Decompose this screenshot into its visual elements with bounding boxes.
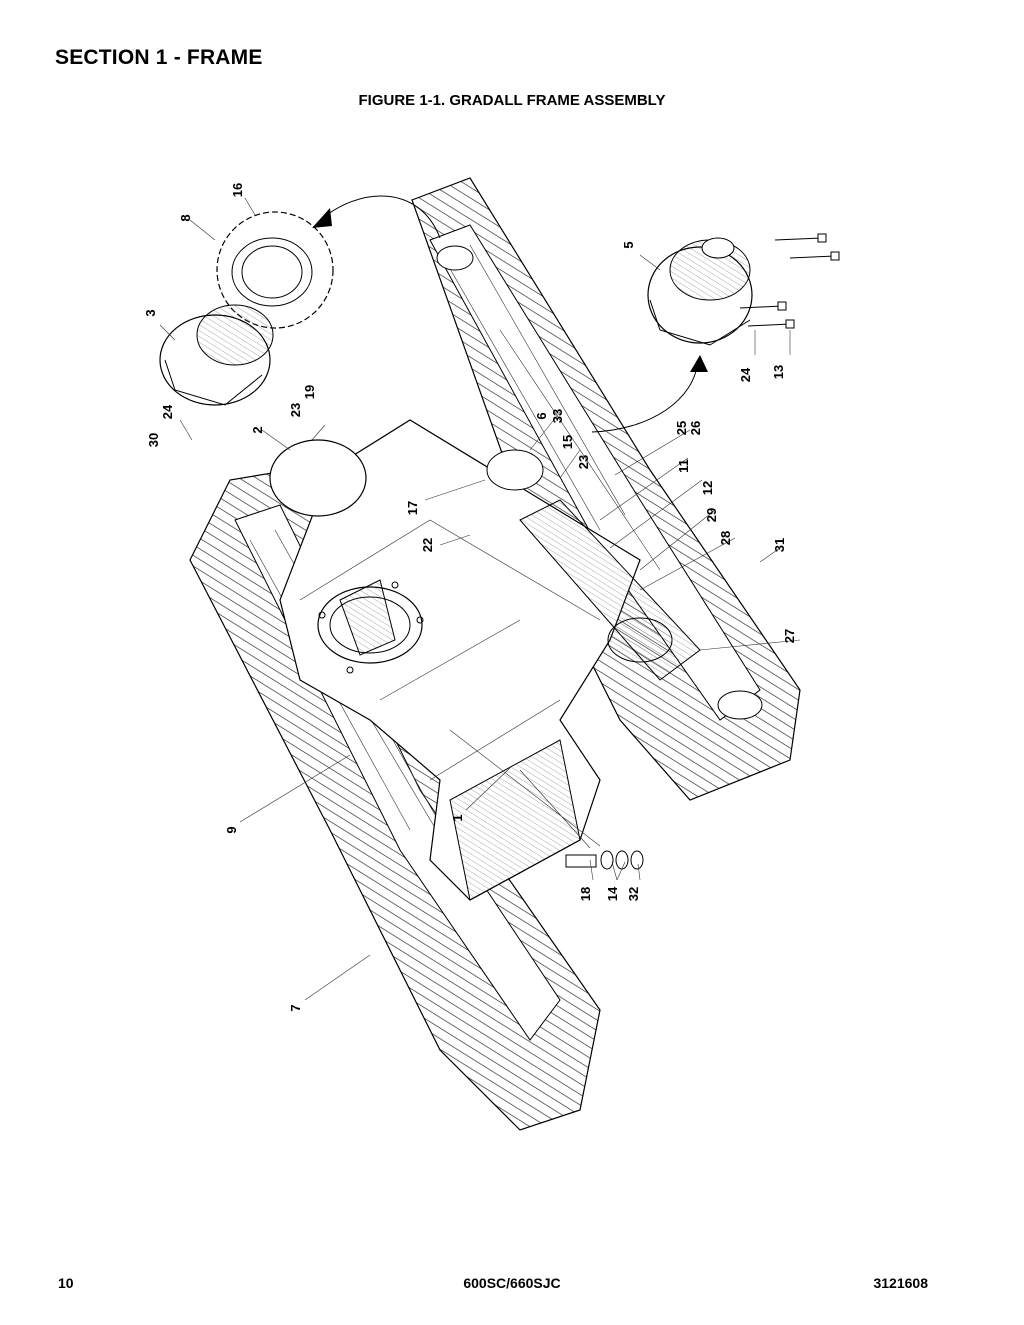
- callout-29: 29: [704, 508, 719, 522]
- sprocket-arrow-head: [312, 208, 332, 228]
- callout-23a: 23: [288, 403, 303, 417]
- callout-33: 33: [550, 409, 565, 423]
- section-title: SECTION 1 - FRAME: [55, 46, 263, 69]
- callout-26: 26: [688, 421, 703, 435]
- callout-2: 2: [250, 426, 265, 433]
- callout-25: 25: [674, 421, 689, 435]
- track-adjuster: [486, 449, 701, 681]
- cover-plate: [269, 439, 367, 517]
- callout-19: 19: [302, 385, 317, 399]
- travel-motor: [159, 304, 274, 406]
- sprocket-flip-arrow: [317, 195, 441, 239]
- callout-28: 28: [718, 531, 733, 545]
- callout-18: 18: [578, 887, 593, 901]
- idler-arrow-head: [690, 355, 708, 372]
- drive-sprocket: [216, 211, 334, 329]
- idler-flip-arrow: [591, 359, 699, 433]
- callout-30: 30: [146, 433, 161, 447]
- callout-16: 16: [230, 183, 245, 197]
- callout-24a: 24: [160, 404, 175, 419]
- callout-23b: 23: [576, 455, 591, 469]
- callout-1: 1: [450, 814, 465, 821]
- callout-24b: 24: [738, 367, 753, 382]
- callout-7: 7: [288, 1004, 303, 1011]
- model-number: 600SC/660SJC: [463, 1275, 561, 1291]
- callout-12: 12: [700, 481, 715, 495]
- idler-bolts: [739, 233, 840, 329]
- callout-13: 13: [771, 365, 786, 379]
- callout-22: 22: [420, 538, 435, 552]
- callout-5: 5: [621, 241, 636, 248]
- leader-lines: [159, 197, 801, 1001]
- callout-9: 9: [224, 826, 239, 833]
- mount-hardware: [565, 850, 644, 870]
- callout-8: 8: [178, 214, 193, 221]
- callout-15: 15: [560, 435, 575, 449]
- callout-17: 17: [405, 501, 420, 515]
- callout-6: 6: [534, 412, 549, 419]
- callout-3: 3: [143, 309, 158, 316]
- callout-labels: 16 8 3 30 24 2 23 19 17 22 6 33 15 23 25…: [143, 183, 797, 1012]
- figure-title: FIGURE 1-1. GRADALL FRAME ASSEMBLY: [358, 92, 666, 109]
- page-number: 10: [58, 1275, 74, 1291]
- callout-31: 31: [772, 538, 787, 552]
- callout-32: 32: [626, 887, 641, 901]
- document-number: 3121608: [873, 1275, 928, 1291]
- callout-14: 14: [605, 886, 620, 901]
- idler-wheel: [647, 237, 753, 346]
- callout-27: 27: [782, 629, 797, 643]
- callout-11: 11: [676, 459, 691, 473]
